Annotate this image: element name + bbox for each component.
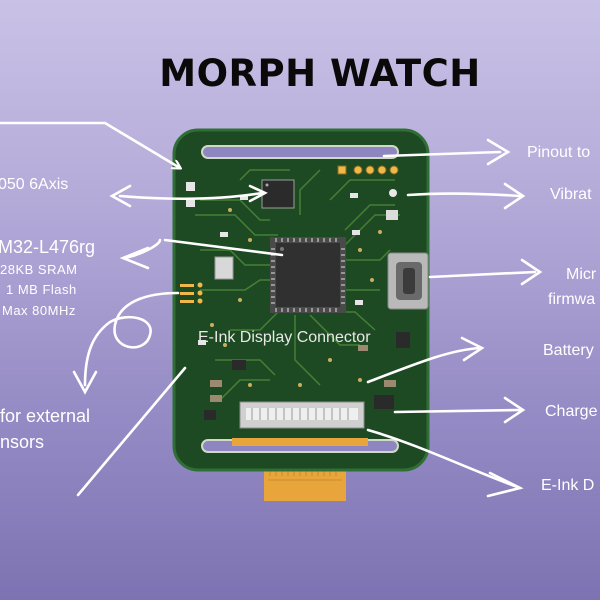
page-title: MORPH WATCH [159, 52, 481, 95]
label-mcu-freq: Max 80MHz [2, 303, 76, 318]
arrow-mcu-head [119, 246, 150, 270]
label-mcu-flash: 1 MB Flash [6, 282, 77, 297]
arrow-bottom-left [76, 366, 187, 497]
arrow-vibration-head [503, 182, 526, 210]
imu-chip [261, 179, 295, 209]
arrow-charge-head [503, 396, 526, 424]
board-connector-label: E-Ink Display Connector [198, 329, 371, 346]
sensor-header-pads [180, 282, 203, 304]
arrow-imu-head-left [109, 184, 132, 208]
arrow-pinout-head [486, 138, 511, 166]
label-battery: Battery [543, 342, 594, 359]
pinout-pads [337, 165, 399, 175]
passive-components [186, 182, 410, 420]
label-mcu-name: M32-L476rg [0, 237, 96, 257]
mcu-chip [270, 237, 346, 313]
label-eink: E-Ink D [541, 477, 595, 494]
eink-fpc-connector [239, 401, 365, 429]
arrow-usb [428, 270, 537, 279]
arrow-external-sensors-head [72, 370, 98, 395]
pcb-board [172, 128, 430, 472]
arrow-external-sensors [83, 291, 180, 387]
top-strap-slot [201, 145, 399, 159]
label-mcu-sram: 28KB SRAM [0, 262, 78, 277]
arrow-battery-head [460, 336, 485, 362]
usb-connector [387, 252, 429, 310]
arrow-vibration [406, 192, 522, 198]
arrow-imu-head-right [248, 184, 268, 203]
label-charge: Charge [545, 403, 598, 420]
flex-contact-strip [232, 438, 368, 446]
label-vibration: Vibrat [550, 186, 592, 203]
crystal-component [214, 256, 234, 280]
arrow-mcu-line [163, 238, 284, 257]
label-external-sensors-1: for external [0, 406, 91, 426]
arrow-eink-head [486, 471, 524, 498]
arrow-imu [118, 191, 264, 200]
arrow-eink [366, 428, 522, 490]
label-usb-1: Micr [566, 266, 597, 283]
label-imu: 050 6Axis [0, 176, 69, 193]
arrow-usb-head [520, 258, 543, 286]
label-external-sensors-2: nsors [0, 432, 45, 452]
arrow-top-left [0, 121, 180, 168]
label-pinout: Pinout to [527, 144, 591, 161]
annotation-arrows [0, 121, 543, 498]
arrow-pinout [382, 150, 502, 158]
arrow-battery [366, 346, 482, 384]
label-usb-2: firmwa [548, 291, 596, 308]
vibration-pads [386, 189, 398, 220]
arrow-charge [393, 408, 522, 414]
vias [210, 208, 382, 387]
